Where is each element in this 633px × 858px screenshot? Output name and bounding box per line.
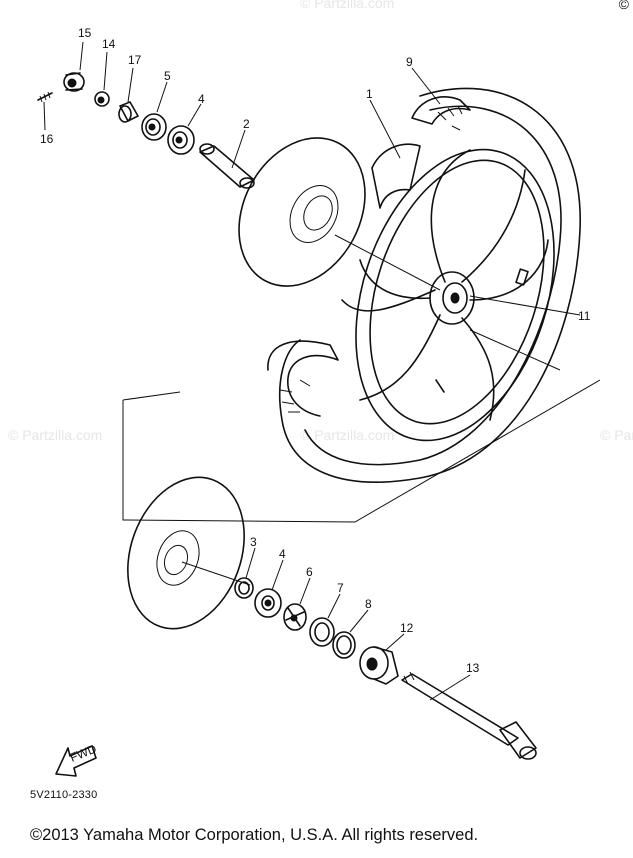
callout-1[interactable]: 1 xyxy=(366,87,373,101)
forward-arrow-icon: FWD xyxy=(55,741,99,777)
wheel-assembly[interactable] xyxy=(267,87,589,483)
part-8-collar[interactable] xyxy=(332,631,356,659)
callout-11[interactable]: 11 xyxy=(578,309,591,323)
part-12-meter-gear[interactable] xyxy=(359,646,399,685)
callout-8[interactable]: 8 xyxy=(365,597,372,611)
part-6-retainer[interactable] xyxy=(283,603,307,631)
part-14-washer[interactable] xyxy=(94,91,110,107)
callout-4-lower[interactable]: 4 xyxy=(279,547,286,561)
part-15-nut[interactable] xyxy=(63,72,85,92)
callout-7[interactable]: 7 xyxy=(337,581,344,595)
part-13-axle[interactable] xyxy=(401,671,537,760)
part-17-collar[interactable] xyxy=(118,101,139,123)
part-4-bearing-lower[interactable] xyxy=(254,588,282,618)
callout-3[interactable]: 3 xyxy=(250,535,257,549)
part-5-oil-seal[interactable] xyxy=(141,113,167,141)
watermark-center: © Partzilla.com xyxy=(300,427,394,443)
part-4-bearing-upper[interactable] xyxy=(167,125,195,155)
callout-5[interactable]: 5 xyxy=(164,69,171,83)
callout-16[interactable]: 16 xyxy=(40,132,54,146)
watermark-left: © Partzilla.com xyxy=(8,427,102,443)
callout-4-upper[interactable]: 4 xyxy=(198,92,205,106)
part-3-spacer[interactable] xyxy=(234,577,254,599)
part-2-spacer[interactable] xyxy=(199,143,255,189)
callout-15[interactable]: 15 xyxy=(78,26,92,40)
callout-17[interactable]: 17 xyxy=(128,53,142,67)
callout-13[interactable]: 13 xyxy=(466,661,480,675)
watermark-group: © Partzilla.com © Partzilla.com © Partzi… xyxy=(8,0,633,443)
upper-brake-disc[interactable] xyxy=(214,116,390,308)
copyright-notice: ©2013 Yamaha Motor Corporation, U.S.A. A… xyxy=(30,826,479,844)
lower-brake-disc[interactable] xyxy=(108,461,265,645)
callout-14[interactable]: 14 xyxy=(102,37,116,51)
fwd-label: FWD xyxy=(68,741,99,764)
callout-12[interactable]: 12 xyxy=(400,621,414,635)
exploded-guide-lines xyxy=(122,234,601,586)
drawing-code: 5V2110-2330 xyxy=(30,789,98,801)
callout-6[interactable]: 6 xyxy=(306,565,313,579)
callout-9[interactable]: 9 xyxy=(406,55,413,69)
part-1-tube[interactable] xyxy=(371,143,421,209)
watermark-top: © Partzilla.com xyxy=(300,0,394,11)
corner-copyright-mark: © xyxy=(618,0,629,12)
part-7-oil-seal[interactable] xyxy=(309,617,335,647)
part-16-screw[interactable] xyxy=(37,91,53,103)
callout-2[interactable]: 2 xyxy=(243,117,250,131)
watermark-right: © Partzilla.com xyxy=(600,427,633,443)
leader-lines xyxy=(43,41,581,701)
callout-labels: 15 14 17 5 4 2 9 1 16 11 3 4 6 7 8 12 13 xyxy=(40,26,591,675)
